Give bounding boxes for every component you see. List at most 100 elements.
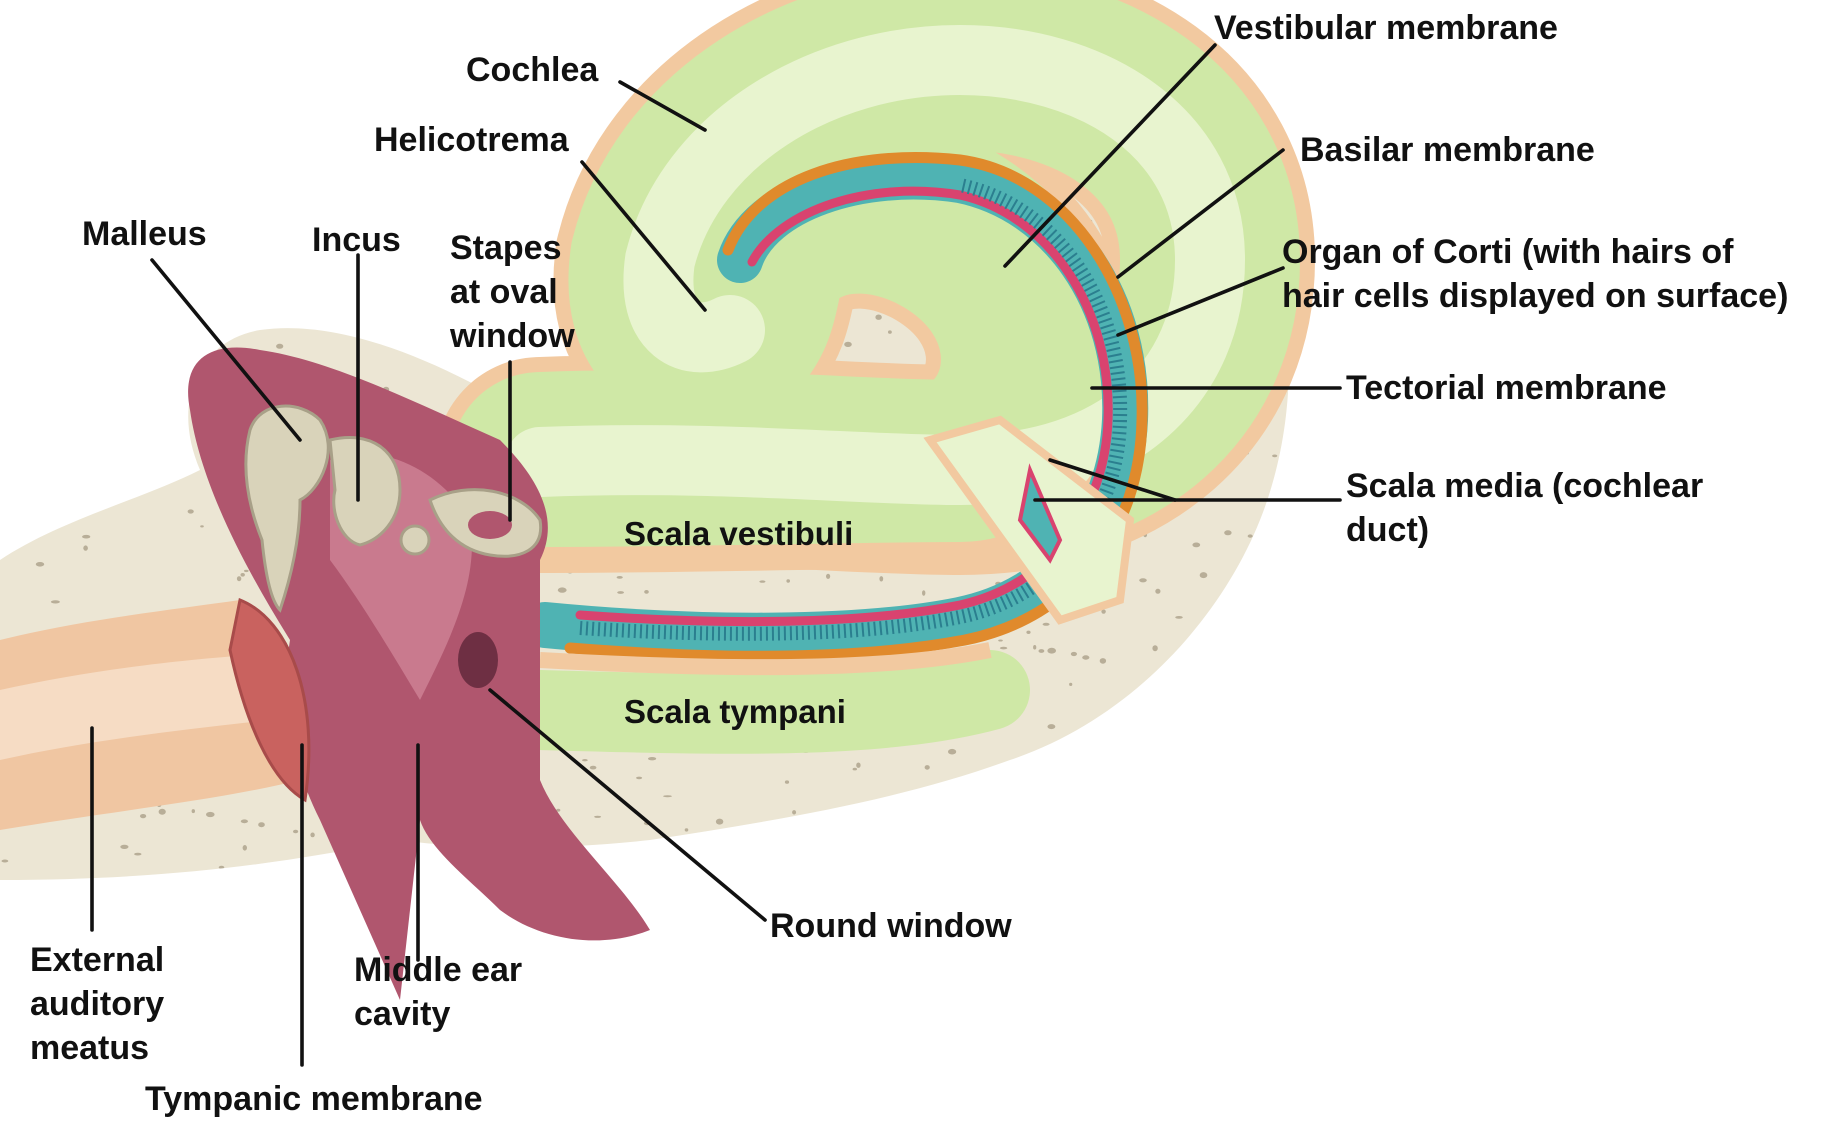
bone-speckle: [360, 39, 368, 43]
bone-speckle: [524, 195, 529, 197]
bone-speckle: [153, 271, 159, 277]
bone-speckle: [20, 165, 26, 168]
bone-speckle: [212, 46, 218, 51]
bone-speckle: [3, 506, 11, 511]
bone-speckle: [22, 272, 29, 274]
bone-speckle: [191, 145, 196, 149]
bone-speckle: [735, 854, 743, 857]
bone-speckle: [47, 495, 51, 498]
bone-speckle: [148, 192, 152, 195]
bone-speckle: [1126, 776, 1133, 780]
bone-speckle: [444, 345, 450, 348]
bone-speckle: [152, 166, 157, 168]
bone-speckle: [513, 169, 518, 171]
label-middle-ear-1: Middle ear: [354, 948, 522, 992]
bone-speckle: [159, 809, 166, 815]
bone-speckle: [615, 86, 620, 91]
bone-speckle: [110, 106, 118, 109]
bone-speckle: [873, 869, 879, 873]
bone-speckle: [71, 224, 77, 228]
label-helicotrema: Helicotrema: [374, 118, 569, 162]
bone-speckle: [244, 570, 249, 572]
bone-speckle: [844, 342, 852, 347]
label-stapes-2: at oval: [450, 270, 558, 314]
bone-speckle: [44, 475, 49, 479]
bone-speckle: [396, 34, 400, 39]
bone-speckle: [218, 32, 221, 34]
bone-speckle: [241, 265, 244, 269]
bone-speckle: [247, 246, 254, 250]
bone-speckle: [329, 85, 332, 90]
bone-speckle: [663, 795, 672, 797]
bone-speckle: [592, 849, 600, 853]
bone-speckle: [1139, 578, 1147, 582]
bone-speckle: [0, 428, 3, 430]
bone-speckle: [617, 576, 623, 579]
bone-speckle: [47, 169, 55, 171]
bone-speckle: [179, 259, 186, 264]
bone-speckle: [174, 196, 180, 198]
bone-speckle: [23, 145, 28, 151]
bone-speckle: [302, 215, 307, 218]
bone-speckle: [1033, 645, 1036, 650]
bone-speckle: [1155, 589, 1160, 594]
bone-speckle: [340, 207, 347, 210]
label-external-2: auditory: [30, 982, 164, 1026]
bone-speckle: [760, 860, 764, 864]
bone-speckle: [716, 819, 723, 825]
bone-speckle: [423, 284, 432, 288]
bone-speckle: [1192, 543, 1200, 548]
label-middle-ear-2: cavity: [354, 992, 450, 1036]
bone-speckle: [617, 93, 624, 98]
bone-speckle: [37, 195, 45, 197]
bone-speckle: [9, 274, 13, 280]
bone-speckle: [1116, 709, 1120, 711]
bone-speckle: [648, 757, 656, 760]
bone-speckle: [1282, 621, 1289, 624]
bone-speckle: [644, 590, 649, 594]
bone-speckle: [636, 777, 642, 780]
bone-speckle: [15, 24, 21, 29]
bone-speckle: [650, 55, 654, 59]
bone-speckle: [385, 88, 392, 90]
bone-speckle: [582, 759, 588, 761]
bone-speckle: [1150, 831, 1155, 837]
bone-speckle: [1272, 455, 1277, 458]
bone-speckle: [1233, 0, 1238, 3]
bone-speckle: [542, 213, 547, 216]
bone-speckle: [759, 580, 765, 582]
bone-speckle: [703, 19, 707, 23]
bone-speckle: [367, 107, 374, 112]
bone-speckle: [1229, 784, 1236, 790]
bone-speckle: [920, 834, 928, 837]
bone-speckle: [185, 184, 191, 187]
bone-speckle: [1102, 780, 1110, 785]
bone-speckle: [206, 8, 214, 13]
bone-speckle: [1201, 755, 1208, 760]
bone-speckle: [925, 765, 930, 770]
bone-speckle: [109, 302, 113, 307]
bone-speckle: [168, 156, 176, 162]
bone-speckle: [1229, 695, 1236, 697]
bone-speckle: [21, 61, 25, 67]
label-scala-media-2: duct): [1346, 508, 1429, 552]
bone-speckle: [231, 0, 234, 5]
bone-speckle: [194, 28, 200, 32]
bone-speckle: [77, 470, 84, 475]
bone-speckle: [878, 815, 882, 820]
bone-speckle: [523, 165, 527, 167]
bone-speckle: [826, 574, 830, 579]
bone-speckle: [1201, 854, 1207, 857]
bone-speckle: [179, 142, 183, 146]
bone-speckle: [41, 472, 48, 474]
bone-speckle: [1090, 837, 1095, 841]
bone-speckle: [333, 74, 338, 78]
bone-speckle: [4, 442, 9, 445]
bone-speckle: [134, 853, 141, 856]
bone-speckle: [1038, 842, 1046, 846]
bone-speckle: [895, 838, 903, 843]
bone-speckle: [438, 91, 445, 94]
bone-speckle: [81, 311, 85, 314]
bone-speckle: [618, 70, 626, 76]
